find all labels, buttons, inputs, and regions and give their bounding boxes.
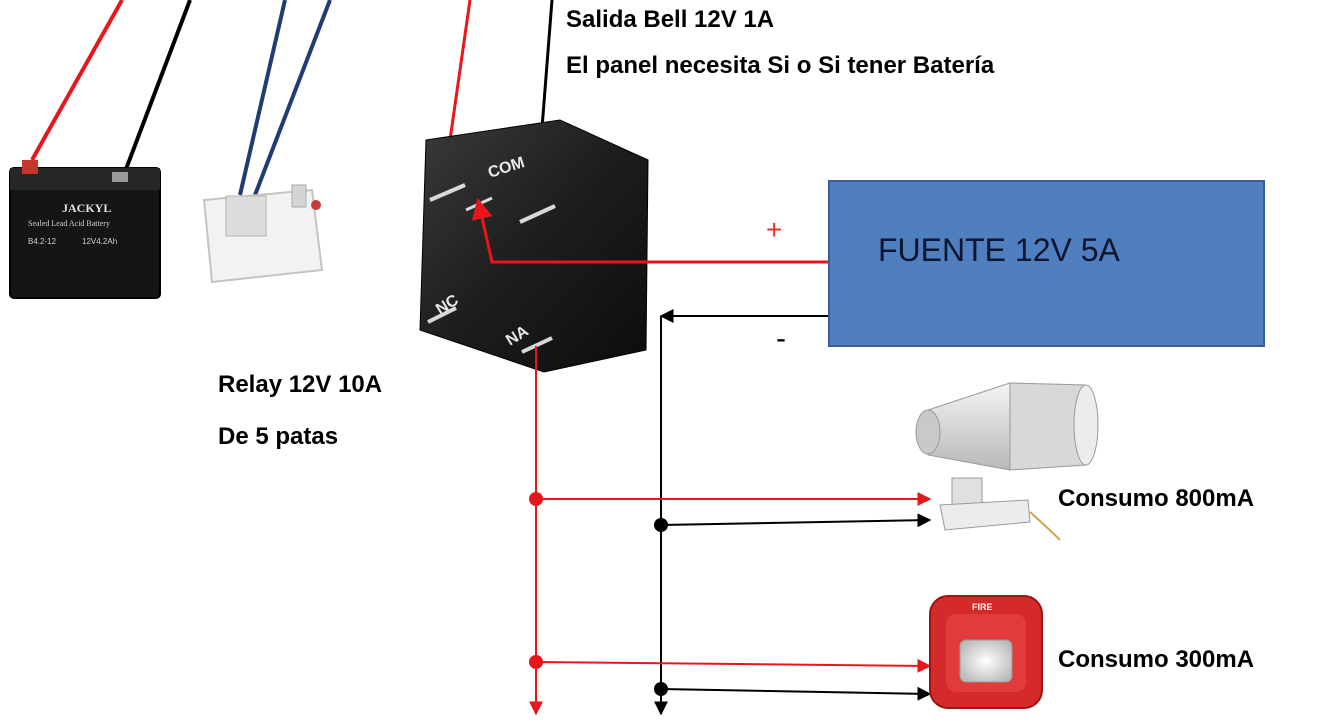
siren-consumption-label: Consumo 800mA bbox=[1058, 485, 1255, 512]
power-supply-box: FUENTE 12V 5A bbox=[828, 180, 1265, 347]
strobe-tag: FIRE bbox=[972, 602, 993, 612]
power-supply-label: FUENTE 12V 5A bbox=[878, 232, 1120, 268]
panel-module-image bbox=[202, 184, 324, 284]
strobe-negative-wire bbox=[660, 686, 932, 701]
relay-title-label: Relay 12V 10A bbox=[218, 371, 383, 398]
bell-output-label: Salida Bell 12V 1A bbox=[566, 6, 775, 33]
battery-type: Sealed Lead Acid Battery bbox=[28, 219, 110, 228]
psu-minus-label: - bbox=[776, 322, 786, 355]
battery-note-label: El panel necesita Si o Si tener Batería bbox=[566, 52, 995, 79]
battery-wires bbox=[30, 0, 192, 186]
relay-image: COM NC NA bbox=[419, 119, 649, 373]
psu-plus-label: + bbox=[766, 214, 783, 245]
strobe-image: FIRE bbox=[929, 595, 1043, 709]
psu-positive-wire bbox=[471, 197, 828, 264]
battery-model: B4.2-12 bbox=[28, 237, 57, 246]
siren-negative-wire bbox=[660, 513, 932, 528]
zone-wires bbox=[238, 0, 332, 196]
strobe-positive-wire bbox=[535, 658, 932, 673]
battery-brand: JACKYL bbox=[62, 201, 111, 215]
siren-image bbox=[915, 382, 1099, 541]
battery-rating: 12V4.2Ah bbox=[82, 237, 117, 246]
strobe-consumption-label: Consumo 300mA bbox=[1058, 646, 1255, 673]
relay-pins-label: De 5 patas bbox=[218, 423, 339, 450]
battery-image: JACKYL Sealed Lead Acid Battery B4.2-12 … bbox=[9, 160, 161, 299]
